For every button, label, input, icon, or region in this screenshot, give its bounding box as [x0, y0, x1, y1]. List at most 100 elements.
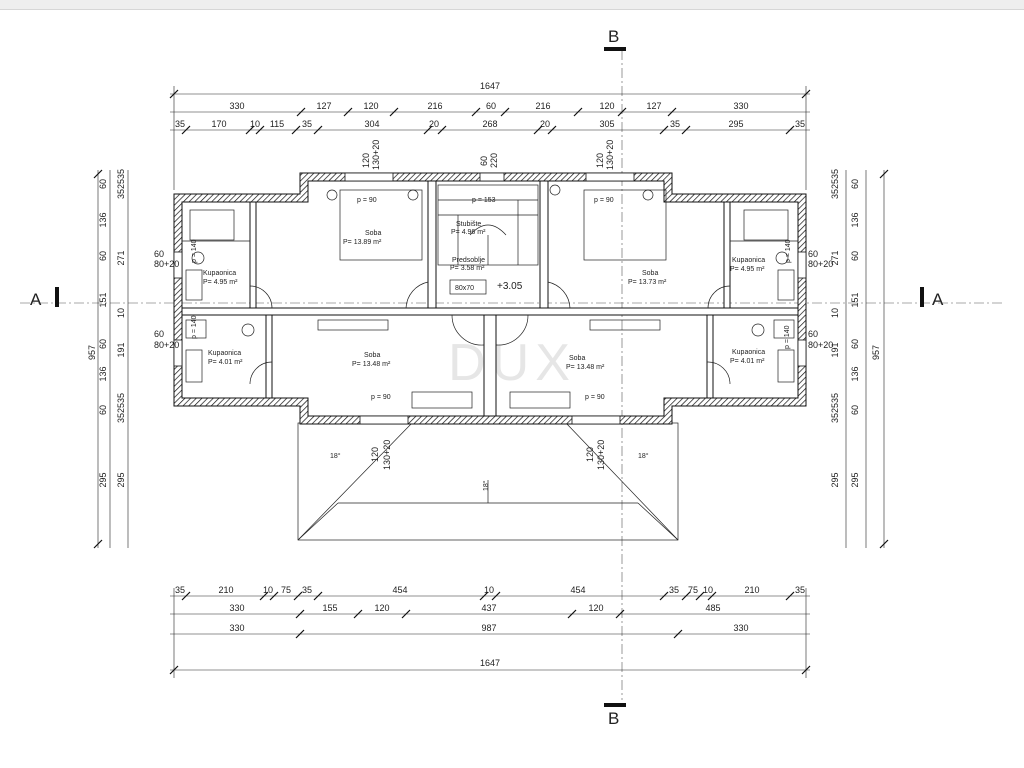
window-labels: 120 130+20 60 220 120 130+20 120 130+20 …	[361, 140, 615, 470]
dim-top-row2-4: 60	[486, 101, 496, 111]
dim-bottom-row3-2: 330	[733, 623, 748, 633]
dim-right-outer-4: 60	[850, 339, 860, 349]
dim-left-window-3: 80+20	[154, 340, 179, 350]
dim-bottom-row1-12: 35	[795, 585, 805, 595]
building-walls	[173, 172, 807, 425]
dim-right-inner-5: 295	[830, 472, 840, 487]
svg-text:p = 90: p = 90	[585, 394, 605, 401]
dim-right-outer-5: 136	[850, 366, 860, 381]
dim-bottom-row2-0: 330	[229, 603, 244, 613]
svg-text:p = 90: p = 90	[371, 394, 391, 401]
svg-text:Soba: Soba	[642, 270, 658, 277]
dim-right-outer-1: 136	[850, 212, 860, 227]
dim-right-window-1: 80+20	[808, 259, 833, 269]
staircase	[437, 184, 539, 266]
dim-left-window-1: 80+20	[154, 259, 179, 269]
dim-bottom-row1-8: 35	[669, 585, 679, 595]
watermark-text: DUX	[448, 334, 576, 392]
dim-left-inner-1: 271	[116, 250, 126, 265]
svg-text:P= 13.89 m²: P= 13.89 m²	[343, 239, 382, 246]
svg-text:Soba: Soba	[365, 230, 381, 237]
dim-bottom-row2-4: 120	[588, 603, 603, 613]
dim-top-row2-6: 120	[599, 101, 614, 111]
dim-left-overall: 957	[87, 345, 97, 360]
dim-right-outer-6: 60	[850, 405, 860, 415]
svg-text:220: 220	[489, 153, 499, 168]
svg-text:130+20: 130+20	[382, 440, 392, 470]
dim-left-outer-1: 136	[98, 212, 108, 227]
svg-text:p = 140: p = 140	[191, 315, 198, 339]
svg-text:Stubište: Stubište	[456, 221, 481, 228]
svg-text:P= 13.48 m²: P= 13.48 m²	[566, 364, 605, 371]
svg-text:P= 4.96 m²: P= 4.96 m²	[451, 229, 486, 236]
svg-text:120: 120	[595, 153, 605, 168]
dim-right-outer-7: 295	[850, 472, 860, 487]
dim-right-inner-2: 10	[830, 308, 840, 318]
dim-bottom-row1-0: 35	[175, 585, 185, 595]
svg-text:P= 4.01 m²: P= 4.01 m²	[730, 358, 765, 365]
dim-bottom-row1-9: 75	[688, 585, 698, 595]
dim-bottom-row3-1: 987	[481, 623, 496, 633]
dim-left-inner-4: 352535	[116, 393, 126, 423]
room-soba-bottom-left: Soba P= 13.48 m² p = 90	[352, 352, 391, 401]
svg-text:Kupaonica: Kupaonica	[732, 257, 765, 264]
dim-left-outer-6: 60	[98, 405, 108, 415]
svg-text:Kupaonica: Kupaonica	[208, 350, 241, 357]
room-kupaonica-top-left: Kupaonica P= 4.95 m² p = 140	[191, 239, 238, 286]
dim-left-outer-5: 136	[98, 366, 108, 381]
room-soba-bottom-right: Soba P= 13.48 m² p = 90	[566, 355, 605, 401]
svg-text:p = 153: p = 153	[472, 197, 496, 204]
svg-text:A: A	[932, 290, 944, 309]
svg-text:p = 140: p = 140	[784, 325, 791, 349]
room-kupaonica-top-right: Kupaonica P= 4.95 m² p = 140	[730, 239, 792, 273]
dim-right-inner-0: 352535	[830, 169, 840, 199]
dim-bottom-row2-2: 120	[374, 603, 389, 613]
viewer-top-bar	[0, 0, 1024, 10]
dim-right-window-3: 80+20	[808, 340, 833, 350]
svg-text:130+20: 130+20	[605, 140, 615, 170]
interior-walls	[181, 180, 799, 417]
dim-left-window-2: 60	[154, 329, 164, 339]
svg-text:B: B	[608, 709, 619, 728]
svg-text:p = 90: p = 90	[594, 197, 614, 204]
svg-text:130+20: 130+20	[371, 140, 381, 170]
dim-top-row3-9: 305	[599, 119, 614, 129]
dim-left-inner-2: 10	[116, 308, 126, 318]
dim-top-row2-2: 120	[363, 101, 378, 111]
dim-top-row2-5: 216	[535, 101, 550, 111]
dim-top-row3-12: 35	[795, 119, 805, 129]
dim-left-outer-2: 60	[98, 251, 108, 261]
svg-text:120: 120	[370, 447, 380, 462]
dim-bottom-row1-11: 210	[744, 585, 759, 595]
dim-top-row3-2: 10	[250, 119, 260, 129]
svg-text:p = 90: p = 90	[357, 197, 377, 204]
dim-top-row3-10: 35	[670, 119, 680, 129]
svg-text:Predsoblje: Predsoblje	[452, 257, 485, 264]
svg-text:60: 60	[479, 156, 489, 166]
svg-text:+3.05: +3.05	[497, 281, 523, 292]
room-stubiste: p = 153 Stubište P= 4.96 m²	[451, 197, 496, 236]
dim-top-row2-7: 127	[646, 101, 661, 111]
dim-right-outer-2: 60	[850, 251, 860, 261]
dim-right-inner-1: 271	[830, 250, 840, 265]
section-mark-a-left: A	[30, 287, 59, 309]
dim-bottom-row1-4: 35	[302, 585, 312, 595]
roof-slope-left: 18°	[330, 452, 341, 460]
dim-bottom-row1-6: 10	[484, 585, 494, 595]
dim-bottom-row1-10: 10	[703, 585, 713, 595]
svg-text:120: 120	[585, 447, 595, 462]
dim-left-outer-4: 60	[98, 339, 108, 349]
dim-right-overall: 957	[871, 345, 881, 360]
svg-text:P= 4.95 m²: P= 4.95 m²	[203, 279, 238, 286]
room-kupaonica-bottom-right: Kupaonica P= 4.01 m² p = 140	[730, 325, 791, 365]
dim-bottom-row1-5: 454	[392, 585, 407, 595]
svg-text:P= 4.95 m²: P= 4.95 m²	[730, 266, 765, 273]
dim-top-row3-0: 35	[175, 119, 185, 129]
dim-bottom-row2-1: 155	[322, 603, 337, 613]
dim-left-outer-7: 295	[98, 472, 108, 487]
